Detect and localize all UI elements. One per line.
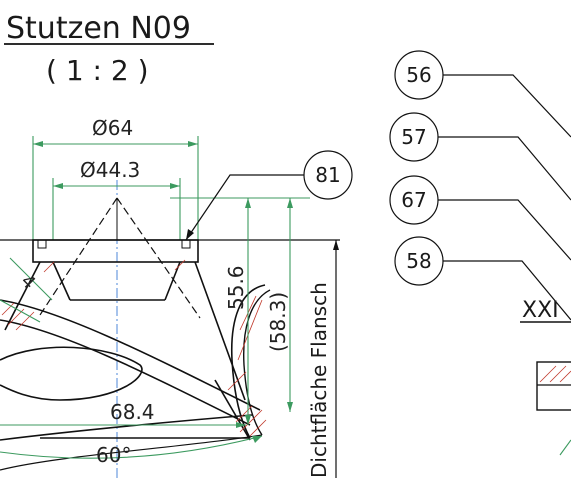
dimension-bore-diameter: Ø44.3 <box>52 158 181 240</box>
sealing-face-label: Dichtfläche Flansch <box>307 282 331 478</box>
dimension-length: 68.4 <box>0 400 246 428</box>
detail-title: Stutzen N09 <box>6 11 191 46</box>
balloon-81-label: 81 <box>315 163 340 187</box>
dimension-angle: 60° <box>0 435 263 467</box>
balloon-56-label: 56 <box>406 63 431 87</box>
label-bore-diameter: Ø44.3 <box>80 158 140 182</box>
balloon-67-label: 67 <box>401 188 426 212</box>
dimension-chamfer: 4 <box>0 257 53 323</box>
label-angle: 60° <box>96 443 131 467</box>
nozzle-outline <box>0 197 340 471</box>
dimension-height: 55.6 (58.3) <box>170 197 310 425</box>
section-view-partial <box>536 361 571 456</box>
label-length: 68.4 <box>110 400 155 424</box>
section-label: XXI <box>522 298 559 323</box>
label-chamfer: 4 <box>16 271 39 294</box>
sealing-face-arrow <box>333 240 339 250</box>
label-height: 55.6 <box>224 265 248 310</box>
balloon-57-label: 57 <box>401 125 426 149</box>
balloon-58-label: 58 <box>406 249 431 273</box>
leader-81 <box>185 174 305 241</box>
detail-scale: ( 1 : 2 ) <box>46 54 149 87</box>
balloon-group-right: 56 57 67 58 <box>389 50 571 321</box>
balloon-81 <box>303 150 353 200</box>
label-height-ref: (58.3) <box>266 292 290 352</box>
dimension-flange-diameter: Ø64 <box>32 116 199 240</box>
label-flange-diameter: Ø64 <box>92 116 133 140</box>
